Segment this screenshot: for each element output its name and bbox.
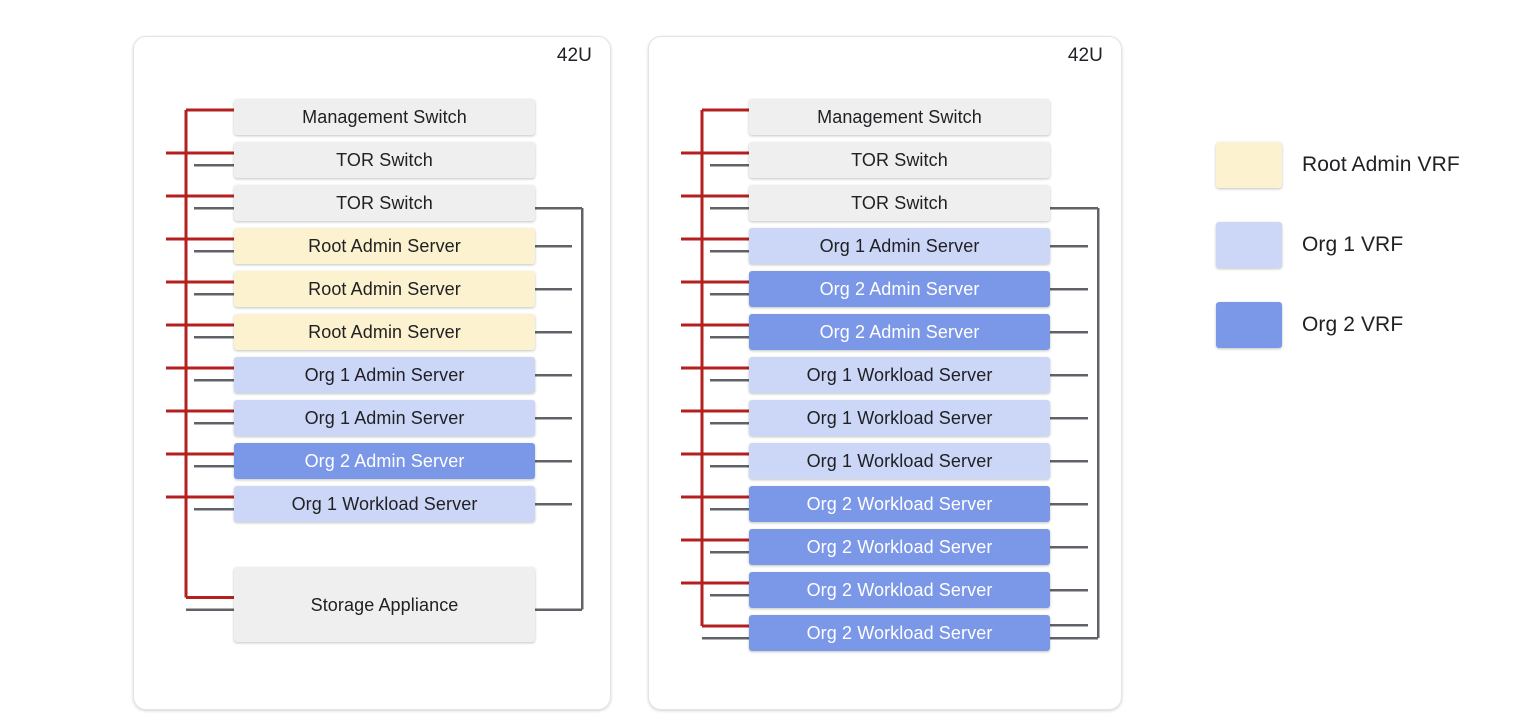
- rack-unit-label: TOR Switch: [851, 193, 948, 213]
- rack-unit[interactable]: Org 2 Admin Server: [749, 314, 1050, 350]
- rack-unit[interactable]: Org 1 Workload Server: [749, 400, 1050, 436]
- legend-swatch: [1216, 142, 1282, 188]
- rack-unit[interactable]: Org 2 Admin Server: [234, 443, 535, 479]
- rack-unit-label: Management Switch: [817, 107, 982, 127]
- rack-unit-label: Org 2 Workload Server: [806, 580, 993, 600]
- rack-unit-label: TOR Switch: [336, 150, 433, 170]
- rack-unit-label: Org 1 Admin Server: [304, 408, 465, 428]
- rack-unit-label: Org 2 Workload Server: [806, 494, 993, 514]
- rack-unit-label: Org 2 Workload Server: [806, 623, 993, 643]
- rack-unit-label: Org 1 Workload Server: [806, 451, 993, 471]
- rack-unit[interactable]: TOR Switch: [749, 185, 1050, 221]
- rack-unit[interactable]: TOR Switch: [749, 142, 1050, 178]
- rack-unit[interactable]: Root Admin Server: [234, 314, 535, 350]
- legend-item: Org 1 VRF: [1216, 222, 1506, 302]
- rack-unit-label: Org 2 Admin Server: [819, 322, 980, 342]
- rack-unit[interactable]: Management Switch: [749, 99, 1050, 135]
- rack-unit[interactable]: Org 2 Workload Server: [749, 529, 1050, 565]
- rack-right-capacity-label: 42U: [1067, 45, 1103, 66]
- vrf-legend: Root Admin VRF Org 1 VRF Org 2 VRF: [1216, 142, 1506, 382]
- rack-unit[interactable]: Org 1 Admin Server: [234, 357, 535, 393]
- rack-unit-label: TOR Switch: [851, 150, 948, 170]
- legend-item: Root Admin VRF: [1216, 142, 1506, 222]
- rack-unit-label: Root Admin Server: [308, 322, 461, 342]
- rack-unit[interactable]: Root Admin Server: [234, 228, 535, 264]
- rack-unit[interactable]: Org 1 Workload Server: [749, 357, 1050, 393]
- rack-unit-label: Org 1 Workload Server: [806, 365, 993, 385]
- rack-unit-label: Org 1 Workload Server: [806, 408, 993, 428]
- rack-unit[interactable]: Org 2 Admin Server: [749, 271, 1050, 307]
- rack-unit-label: Management Switch: [302, 107, 467, 127]
- rack-unit-label: Org 2 Workload Server: [806, 537, 993, 557]
- rack-unit[interactable]: TOR Switch: [234, 185, 535, 221]
- rack-unit-label: Org 2 Admin Server: [304, 451, 465, 471]
- rack-unit-label: Org 1 Workload Server: [291, 494, 478, 514]
- rack-unit-label: Org 1 Admin Server: [304, 365, 465, 385]
- rack-unit-label: Root Admin Server: [308, 236, 461, 256]
- rack-unit[interactable]: Org 1 Admin Server: [234, 400, 535, 436]
- rack-unit[interactable]: Org 1 Workload Server: [749, 443, 1050, 479]
- rack-unit[interactable]: Org 2 Workload Server: [749, 572, 1050, 608]
- legend-item: Org 2 VRF: [1216, 302, 1506, 382]
- rack-unit-label: Storage Appliance: [310, 594, 459, 615]
- rack-unit[interactable]: Org 2 Workload Server: [749, 615, 1050, 651]
- legend-label: Org 2 VRF: [1302, 313, 1404, 336]
- legend-label: Root Admin VRF: [1302, 153, 1460, 176]
- rack-unit[interactable]: Org 1 Admin Server: [749, 228, 1050, 264]
- rack-unit[interactable]: TOR Switch: [234, 142, 535, 178]
- rack-unit-label: Root Admin Server: [308, 279, 461, 299]
- legend-label: Org 1 VRF: [1302, 233, 1404, 256]
- rack-unit[interactable]: Storage Appliance: [234, 567, 535, 642]
- rack-unit[interactable]: Root Admin Server: [234, 271, 535, 307]
- rack-unit-label: TOR Switch: [336, 193, 433, 213]
- rack-unit[interactable]: Management Switch: [234, 99, 535, 135]
- rack-unit-label: Org 2 Admin Server: [819, 279, 980, 299]
- rack-left-capacity-label: 42U: [556, 45, 592, 66]
- legend-swatch: [1216, 222, 1282, 268]
- rack-unit[interactable]: Org 2 Workload Server: [749, 486, 1050, 522]
- rack-unit-label: Org 1 Admin Server: [819, 236, 980, 256]
- legend-swatch: [1216, 302, 1282, 348]
- rack-unit[interactable]: Org 1 Workload Server: [234, 486, 535, 522]
